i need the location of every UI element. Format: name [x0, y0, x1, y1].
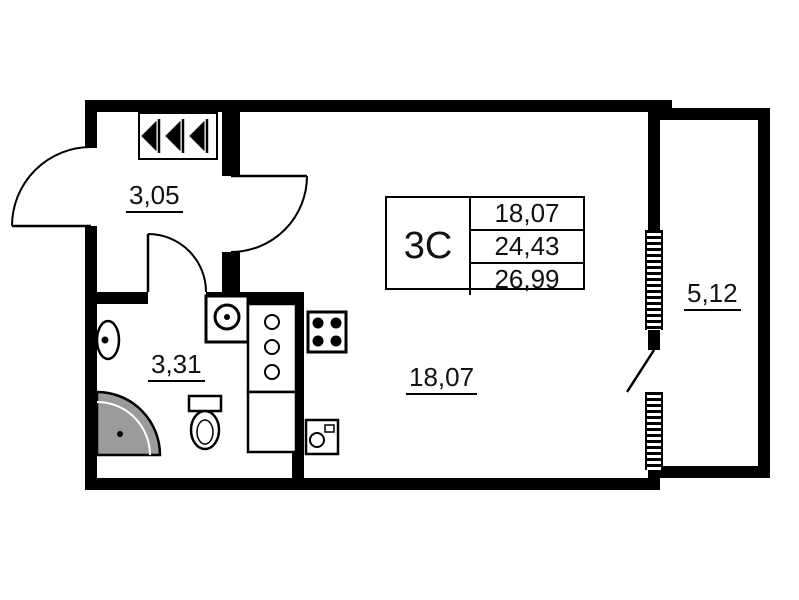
- balcony-door-leaf: [625, 349, 656, 393]
- hall-door-arc: [230, 174, 308, 253]
- wall-left-upper: [85, 100, 97, 148]
- wall-bathroom-top-left: [97, 292, 148, 304]
- unit-type-label: 3С: [387, 198, 471, 295]
- washbasin-icon: [95, 319, 121, 361]
- total-with-balcony-value: 26,99: [471, 262, 583, 295]
- wall-bottom: [85, 478, 660, 490]
- wall-right-lower-stub: [648, 468, 660, 480]
- wall-right-mid-stub: [648, 330, 660, 350]
- total-area-value: 24,43: [471, 229, 583, 262]
- kitchen-counter: [246, 302, 298, 454]
- balcony-wall-right: [758, 108, 770, 478]
- bathroom-door-arc: [146, 233, 207, 293]
- bathroom-area-label: 3,31: [148, 350, 205, 383]
- window-hatch-lower-icon: [645, 392, 663, 470]
- living-area-value: 18,07: [494, 198, 560, 228]
- wall-top: [85, 100, 672, 112]
- wall-right-upper: [648, 100, 660, 230]
- entrance-door-arc: [11, 146, 92, 228]
- window-hatch-upper-icon: [645, 230, 663, 330]
- hallway-area-label: 3,05: [126, 181, 183, 214]
- shower-icon: [95, 390, 162, 457]
- stove-icon: [306, 310, 348, 354]
- wall-hall-divider-upper: [222, 112, 240, 176]
- unit-info-table: 3С 18,07 24,43 26,99: [385, 196, 585, 295]
- wall-bathroom-top-right: [206, 292, 304, 304]
- balcony-wall-bottom: [660, 466, 770, 478]
- living-area-label: 18,07: [406, 363, 478, 396]
- balcony-wall-top: [660, 108, 770, 120]
- toilet-icon: [187, 394, 223, 451]
- wardrobe-box: [138, 112, 218, 160]
- wall-bathroom-right: [292, 304, 304, 478]
- washing-machine-icon: [304, 418, 340, 456]
- wall-hall-divider-lower: [222, 252, 240, 304]
- wall-left-lower: [85, 226, 97, 490]
- balcony-area-label: 5,12: [684, 279, 741, 312]
